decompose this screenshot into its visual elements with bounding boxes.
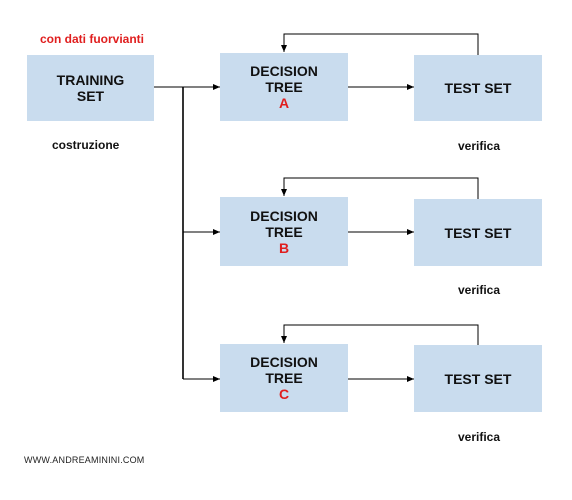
watermark: WWW.ANDREAMININI.COM <box>24 455 145 465</box>
feedback-arrow-a <box>281 33 479 55</box>
decision-tree-c-line2: TREE <box>265 370 303 386</box>
test-set-b-box: TEST SET <box>414 199 542 266</box>
verify-caption-b: verifica <box>458 283 501 297</box>
test-set-a-box: TEST SET <box>414 55 542 121</box>
training-caption: costruzione <box>52 138 120 152</box>
feedback-arrow-c <box>281 324 479 346</box>
decision-tree-c-letter: C <box>278 386 290 402</box>
decision-tree-a-line1: DECISION <box>250 63 318 79</box>
decision-tree-b-line2: TREE <box>265 223 303 240</box>
training-set-box: TRAINING SET <box>27 55 154 121</box>
decision-tree-b-line1: DECISION <box>250 207 318 224</box>
test-set-c-label: TEST SET <box>444 370 512 387</box>
training-set-label-line2: SET <box>76 88 105 104</box>
decision-tree-b-letter: B <box>278 239 290 256</box>
decision-tree-a-line2: TREE <box>265 79 303 95</box>
verify-caption-c: verifica <box>458 430 501 444</box>
decision-tree-b-box: DECISION TREE B <box>220 197 348 266</box>
test-set-a-label: TEST SET <box>444 80 512 96</box>
decision-tree-c-box: DECISION TREE C <box>220 344 348 412</box>
decision-tree-c-line1: DECISION <box>250 354 318 370</box>
training-set-label-line1: TRAINING <box>56 72 125 88</box>
misleading-data-note: con dati fuorvianti <box>40 32 145 46</box>
verify-caption-a: verifica <box>458 139 501 153</box>
feedback-arrow-b <box>281 177 479 200</box>
decision-tree-a-box: DECISION TREE A <box>220 53 348 121</box>
decision-tree-a-letter: A <box>278 95 290 111</box>
test-set-b-label: TEST SET <box>444 224 512 241</box>
test-set-c-box: TEST SET <box>414 345 542 412</box>
